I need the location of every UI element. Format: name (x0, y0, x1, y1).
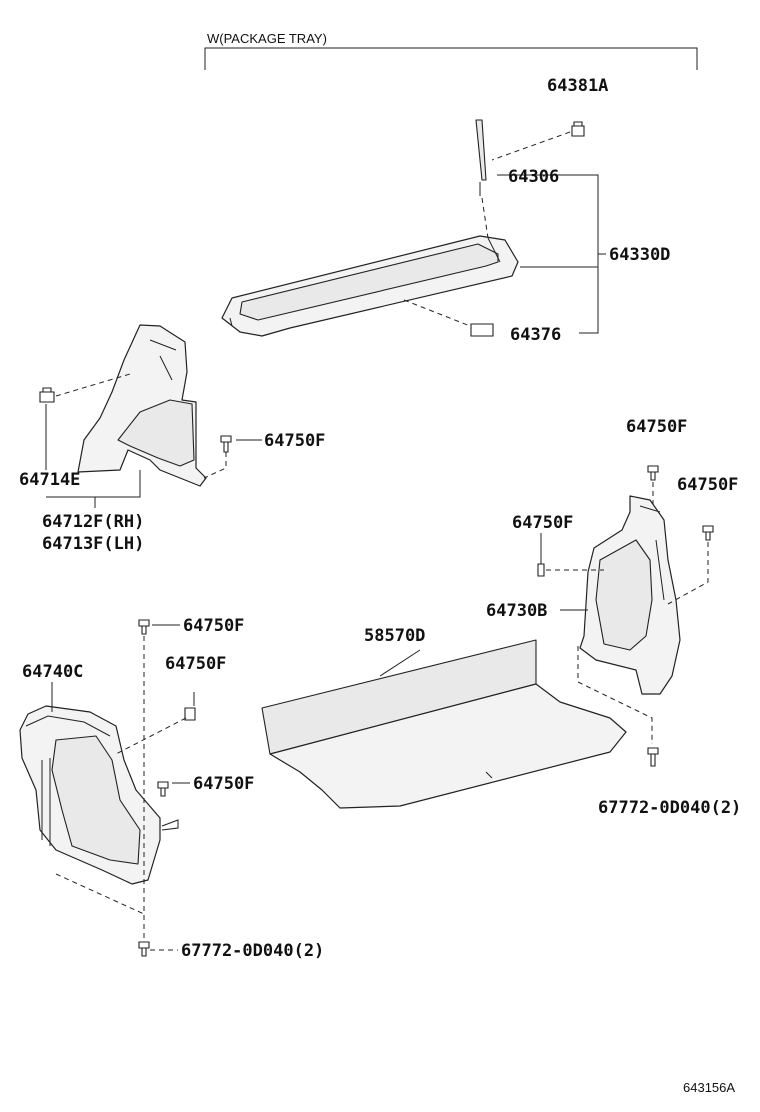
label-64740C: 64740C (22, 662, 83, 682)
bolt-67772-right-icon (647, 747, 659, 767)
label-64306: 64306 (508, 167, 559, 187)
trunk-mat-group (261, 639, 627, 809)
screw-64750F-lower-top-icon (138, 619, 150, 635)
label-64750F-right-left: 64750F (512, 513, 573, 533)
label-67772-right: 67772-0D040(2) (598, 798, 741, 818)
grommet-64376-icon (470, 323, 494, 337)
label-64714E: 64714E (19, 470, 80, 490)
label-64750F-lower-top: 64750F (183, 616, 244, 636)
bolt-67772-left-icon (138, 941, 150, 957)
label-64750F-lower: 64750F (193, 774, 254, 794)
clip-64381A-icon (571, 121, 585, 137)
package-tray-note: W(PACKAGE TRAY) (207, 31, 327, 46)
label-64750F-right-top: 64750F (626, 417, 687, 437)
screw-64750F-upper-icon (220, 435, 232, 453)
screw-64750F-right-left-icon (537, 563, 545, 577)
label-64730B: 64730B (486, 601, 547, 621)
label-58570D: 58570D (364, 626, 425, 646)
clip-64750F-lower-middle-icon (184, 707, 196, 721)
screw-64750F-lower-icon (157, 781, 169, 797)
label-64750F-lower-middle: 64750F (165, 654, 226, 674)
package-tray-group (221, 119, 606, 337)
figure-code: 643156A (683, 1080, 735, 1095)
support-rod-icon (475, 119, 487, 181)
label-64750F-upper: 64750F (264, 431, 325, 451)
quarter-trim-lower-group (19, 619, 196, 957)
label-64750F-right-side: 64750F (677, 475, 738, 495)
quarter-trim-right-group (537, 465, 714, 767)
screw-64750F-right-top-icon (647, 465, 659, 481)
label-64712F: 64712F(RH) (42, 512, 144, 532)
trunk-mat-floor-icon (269, 683, 627, 809)
label-67772-left: 67772-0D040(2) (181, 941, 324, 961)
label-64381A: 64381A (547, 76, 608, 96)
quarter-trim-upper-group (39, 324, 262, 508)
label-64330D: 64330D (609, 245, 670, 265)
label-64713F: 64713F(LH) (42, 534, 144, 554)
label-64376: 64376 (510, 325, 561, 345)
screw-64750F-right-side-icon (702, 525, 714, 541)
clip-64714E-icon (39, 387, 55, 403)
package-tray-bracket: W(PACKAGE TRAY) (204, 31, 698, 70)
